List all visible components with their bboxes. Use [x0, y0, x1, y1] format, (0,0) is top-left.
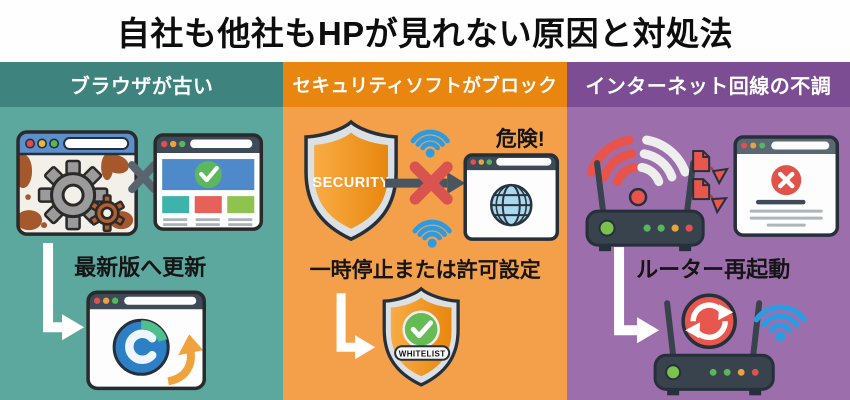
router-status-light	[598, 219, 616, 237]
address-bar	[63, 137, 130, 151]
column-1-body: 最新版へ更新	[0, 107, 284, 400]
check-icon	[194, 161, 222, 189]
column-3-caption: ルーター再起動	[636, 257, 790, 282]
window-control-dots	[93, 297, 119, 304]
edge-browser-icon	[86, 290, 206, 391]
whitelist-label: WHITELIST	[399, 349, 446, 358]
edge-logo-icon	[112, 318, 170, 376]
whitelist-shield-icon: WHITELIST	[382, 286, 461, 387]
cross-icon	[128, 161, 159, 194]
content-lines	[749, 199, 823, 227]
address-bar	[496, 158, 552, 166]
wifi-icon	[410, 129, 451, 158]
broken-wifi-icon	[586, 135, 690, 207]
update-arrow-icon	[167, 334, 204, 386]
address-bar	[770, 141, 829, 150]
check-icon	[402, 310, 441, 349]
updated-browser-icon	[153, 133, 264, 231]
address-bar	[124, 296, 197, 305]
column-internet-trouble: インターネット回線の不調	[566, 62, 850, 400]
window-control-dots	[470, 159, 493, 165]
column-3-body: ルーター再起動	[566, 107, 850, 400]
router-status-light	[664, 364, 681, 381]
address-bar	[190, 139, 253, 149]
danger-label: 危険!	[496, 127, 545, 151]
down-right-arrow-icon	[613, 247, 659, 344]
down-right-arrow-icon	[336, 293, 376, 360]
window-control-dots	[25, 138, 60, 149]
packet-loss-icon	[691, 150, 729, 215]
wifi-icon	[753, 304, 807, 342]
router-icon	[585, 160, 705, 252]
content-lines	[163, 218, 253, 227]
whitelist-badge	[394, 345, 451, 361]
globe-browser-icon	[463, 153, 560, 241]
column-1-caption: 最新版へ更新	[74, 255, 206, 280]
window-control-dots	[160, 140, 186, 148]
title-bar: 自社も他社もHPが見れない原因と対処法	[0, 0, 850, 62]
restart-icon	[681, 293, 737, 350]
router-icon	[653, 300, 775, 396]
router-indicator-dots	[643, 224, 693, 232]
error-browser-icon	[733, 135, 839, 237]
column-security-block: セキュリティソフトがブロック SECURITY	[283, 62, 567, 400]
error-cross-icon	[770, 165, 801, 196]
security-shield-icon: SECURITY	[304, 119, 399, 242]
column-1-header: ブラウザが古い	[0, 62, 284, 107]
column-3-illustration: ルーター再起動	[585, 135, 839, 396]
column-1-illustration: 最新版へ更新	[16, 130, 264, 391]
outdated-browser-icon	[16, 130, 138, 236]
page-title: 自社も他社もHPが見れない原因と対処法	[116, 15, 734, 52]
column-3-header: インターネット回線の不調	[566, 62, 850, 107]
router-indicator-dots	[709, 368, 759, 376]
security-label: SECURITY	[313, 175, 390, 191]
wifi-icon	[412, 219, 453, 248]
globe-icon	[490, 183, 533, 227]
column-old-browser: ブラウザが古い	[0, 62, 284, 400]
column-2-caption: 一時停止または許可設定	[310, 258, 541, 282]
column-2-illustration: SECURITY	[304, 119, 560, 387]
window-control-dots	[740, 142, 765, 149]
down-right-arrow-icon	[43, 243, 85, 341]
rusty-gear-icon	[37, 159, 125, 232]
blocked-arrow-icon	[385, 161, 466, 205]
column-2-header: セキュリティソフトがブロック	[283, 62, 567, 107]
column-2-body: SECURITY	[283, 107, 567, 400]
columns-container: ブラウザが古い	[0, 62, 850, 400]
red-cross-icon	[409, 161, 454, 205]
